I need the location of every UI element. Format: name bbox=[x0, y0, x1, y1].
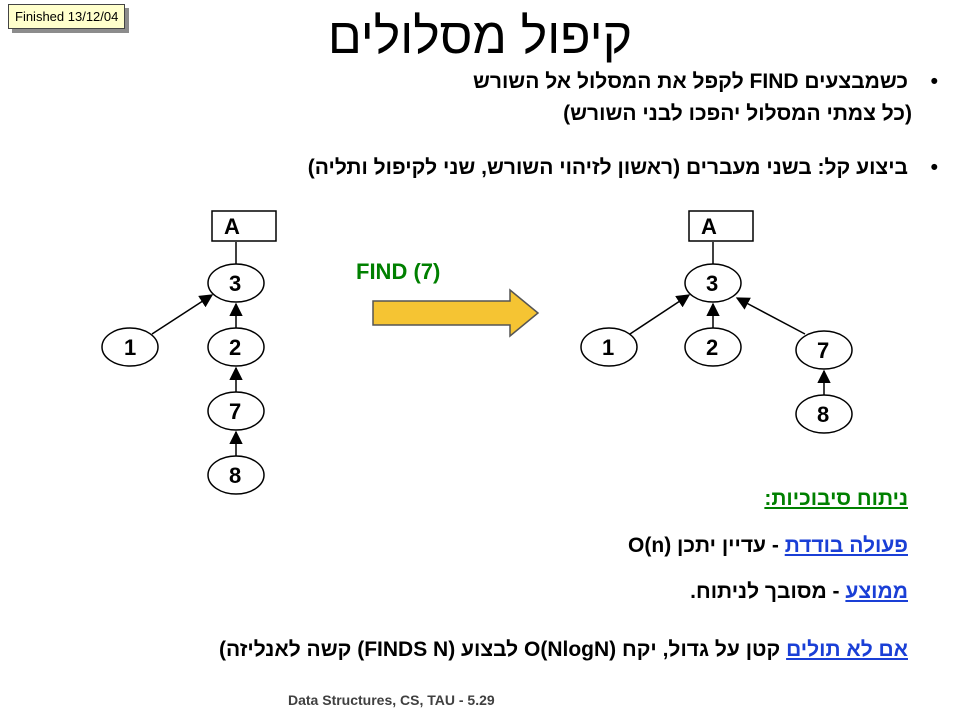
right-node-7-label: 7 bbox=[817, 338, 829, 363]
operation-arrow bbox=[372, 288, 540, 338]
right-edge-7-3 bbox=[735, 297, 806, 335]
single-op-line: פעולה בודדת - עדיין יתכן O(n) bbox=[628, 532, 908, 560]
amortized-link[interactable]: ממוצע bbox=[845, 580, 908, 603]
left-tree: A 3 1 2 7 8 bbox=[101, 210, 277, 495]
no-hang-line: אם לא תולים קטן על גדול, יקח O(NlogN) לב… bbox=[219, 636, 908, 664]
status-badge: Finished 13/12/04 bbox=[8, 4, 126, 29]
single-op-link[interactable]: פעולה בודדת bbox=[784, 534, 908, 557]
no-hang-link[interactable]: אם לא תולים bbox=[786, 638, 908, 661]
left-node-1-label: 1 bbox=[124, 335, 136, 360]
left-node-8-label: 8 bbox=[229, 463, 241, 488]
right-node-8-label: 8 bbox=[817, 402, 829, 427]
page-title: קיפול מסלולים bbox=[327, 8, 633, 64]
find-7-label: FIND (7) bbox=[356, 259, 440, 284]
analysis-heading: ניתוח סיבוכיות: bbox=[764, 485, 908, 513]
right-node-2-label: 2 bbox=[706, 335, 718, 360]
left-edge-1-3 bbox=[151, 294, 214, 335]
analysis-heading-text: ניתוח סיבוכיות: bbox=[764, 487, 908, 510]
bullet-find-compress-note: (כל צמתי המסלול יהפכו לבני השורש) bbox=[563, 102, 912, 125]
left-node-1 bbox=[101, 327, 159, 367]
bullet-find-compress: כשמבצעים FIND לקפל את המסלול אל השורש bbox=[473, 68, 938, 96]
right-node-1 bbox=[580, 327, 638, 367]
right-root-label: A bbox=[701, 214, 717, 239]
right-node-7 bbox=[795, 330, 853, 370]
bullet-two-pass: ביצוע קל: בשני מעברים (ראשון לזיהוי השור… bbox=[308, 154, 938, 182]
left-node-7-label: 7 bbox=[229, 399, 241, 424]
left-root-label: A bbox=[224, 214, 240, 239]
right-node-3-label: 3 bbox=[706, 271, 718, 296]
left-node-3 bbox=[207, 263, 265, 303]
slide-footer: Data Structures, CS, TAU - 5.29 bbox=[288, 692, 495, 708]
no-hang-text: קטן על גדול, יקח O(NlogN) לבצוע (FINDS N… bbox=[218, 638, 787, 661]
right-edge-1-3 bbox=[629, 294, 691, 335]
right-node-3 bbox=[684, 263, 742, 303]
left-root-box bbox=[211, 210, 277, 242]
right-root-box bbox=[688, 210, 754, 242]
right-node-1-label: 1 bbox=[602, 335, 614, 360]
left-node-2-label: 2 bbox=[229, 335, 241, 360]
right-tree: A 3 1 2 7 8 bbox=[580, 210, 853, 434]
amortized-line: ממוצע - מסובך לניתוח. bbox=[690, 578, 908, 606]
amortized-text: - מסובך לניתוח. bbox=[690, 580, 846, 603]
single-op-text: - עדיין יתכן O(n) bbox=[628, 534, 785, 557]
left-node-3-label: 3 bbox=[229, 271, 241, 296]
